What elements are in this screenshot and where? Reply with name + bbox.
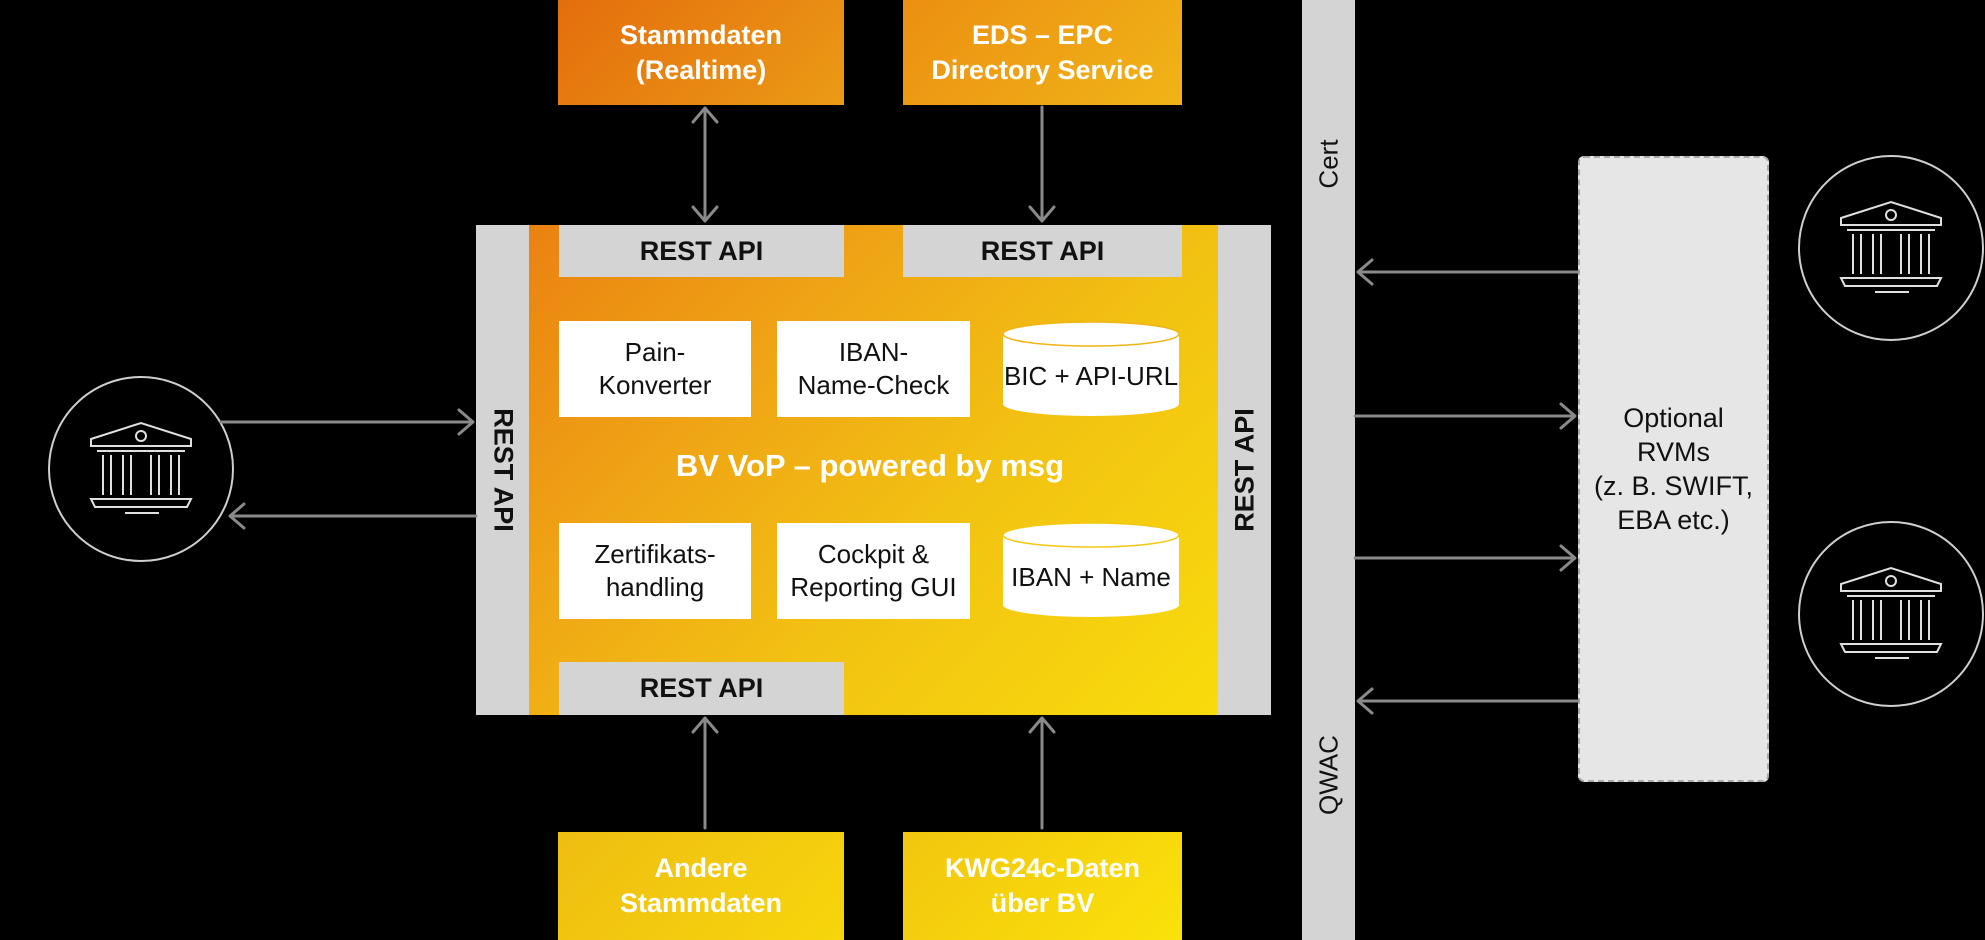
rest-api-bottom: REST API xyxy=(559,662,844,715)
kwg24c-daten-box: KWG24c-Daten über BV xyxy=(903,832,1182,940)
iban-name-label: IBAN + Name xyxy=(1011,561,1171,592)
database-icon xyxy=(1002,321,1180,416)
stammdaten-realtime-box: Stammdaten (Realtime) xyxy=(558,0,844,105)
bank-icon xyxy=(1797,154,1985,342)
zertifikatshandling-box: Zertifikats- handling xyxy=(559,523,751,619)
rest-api-right-label: REST API xyxy=(1229,408,1259,532)
database-icon xyxy=(1002,522,1180,617)
andere-stammdaten-box: Andere Stammdaten xyxy=(558,832,844,940)
cert-qwac-bar: Cert QWAC xyxy=(1302,0,1355,940)
platform-title: BV VoP – powered by msg xyxy=(675,448,1065,483)
rest-api-top-right: REST API xyxy=(903,225,1182,277)
iban-name-check-box: IBAN- Name-Check xyxy=(777,321,970,417)
bank-icon xyxy=(1797,520,1985,708)
rest-api-right: REST API xyxy=(1218,225,1271,715)
bic-api-url-label: BIC + API-URL xyxy=(1003,360,1179,391)
cert-label: Cert xyxy=(1313,139,1343,189)
pain-konverter-box: Pain- Konverter xyxy=(559,321,751,417)
rest-api-left: REST API xyxy=(476,225,529,715)
eds-directory-service-box: EDS – EPC Directory Service xyxy=(903,0,1182,105)
iban-name-database: IBAN + Name xyxy=(1001,521,1181,619)
cockpit-reporting-box: Cockpit & Reporting GUI xyxy=(777,523,970,619)
bic-api-url-database: BIC + API-URL xyxy=(1001,320,1181,418)
rest-api-top-left: REST API xyxy=(559,225,844,277)
optional-rvms-box: Optional RVMs (z. B. SWIFT, EBA etc.) xyxy=(1578,156,1769,782)
bank-icon xyxy=(47,375,235,563)
rest-api-left-label: REST API xyxy=(488,408,518,532)
qwac-label: QWAC xyxy=(1313,735,1343,815)
platform-core xyxy=(529,225,1218,715)
